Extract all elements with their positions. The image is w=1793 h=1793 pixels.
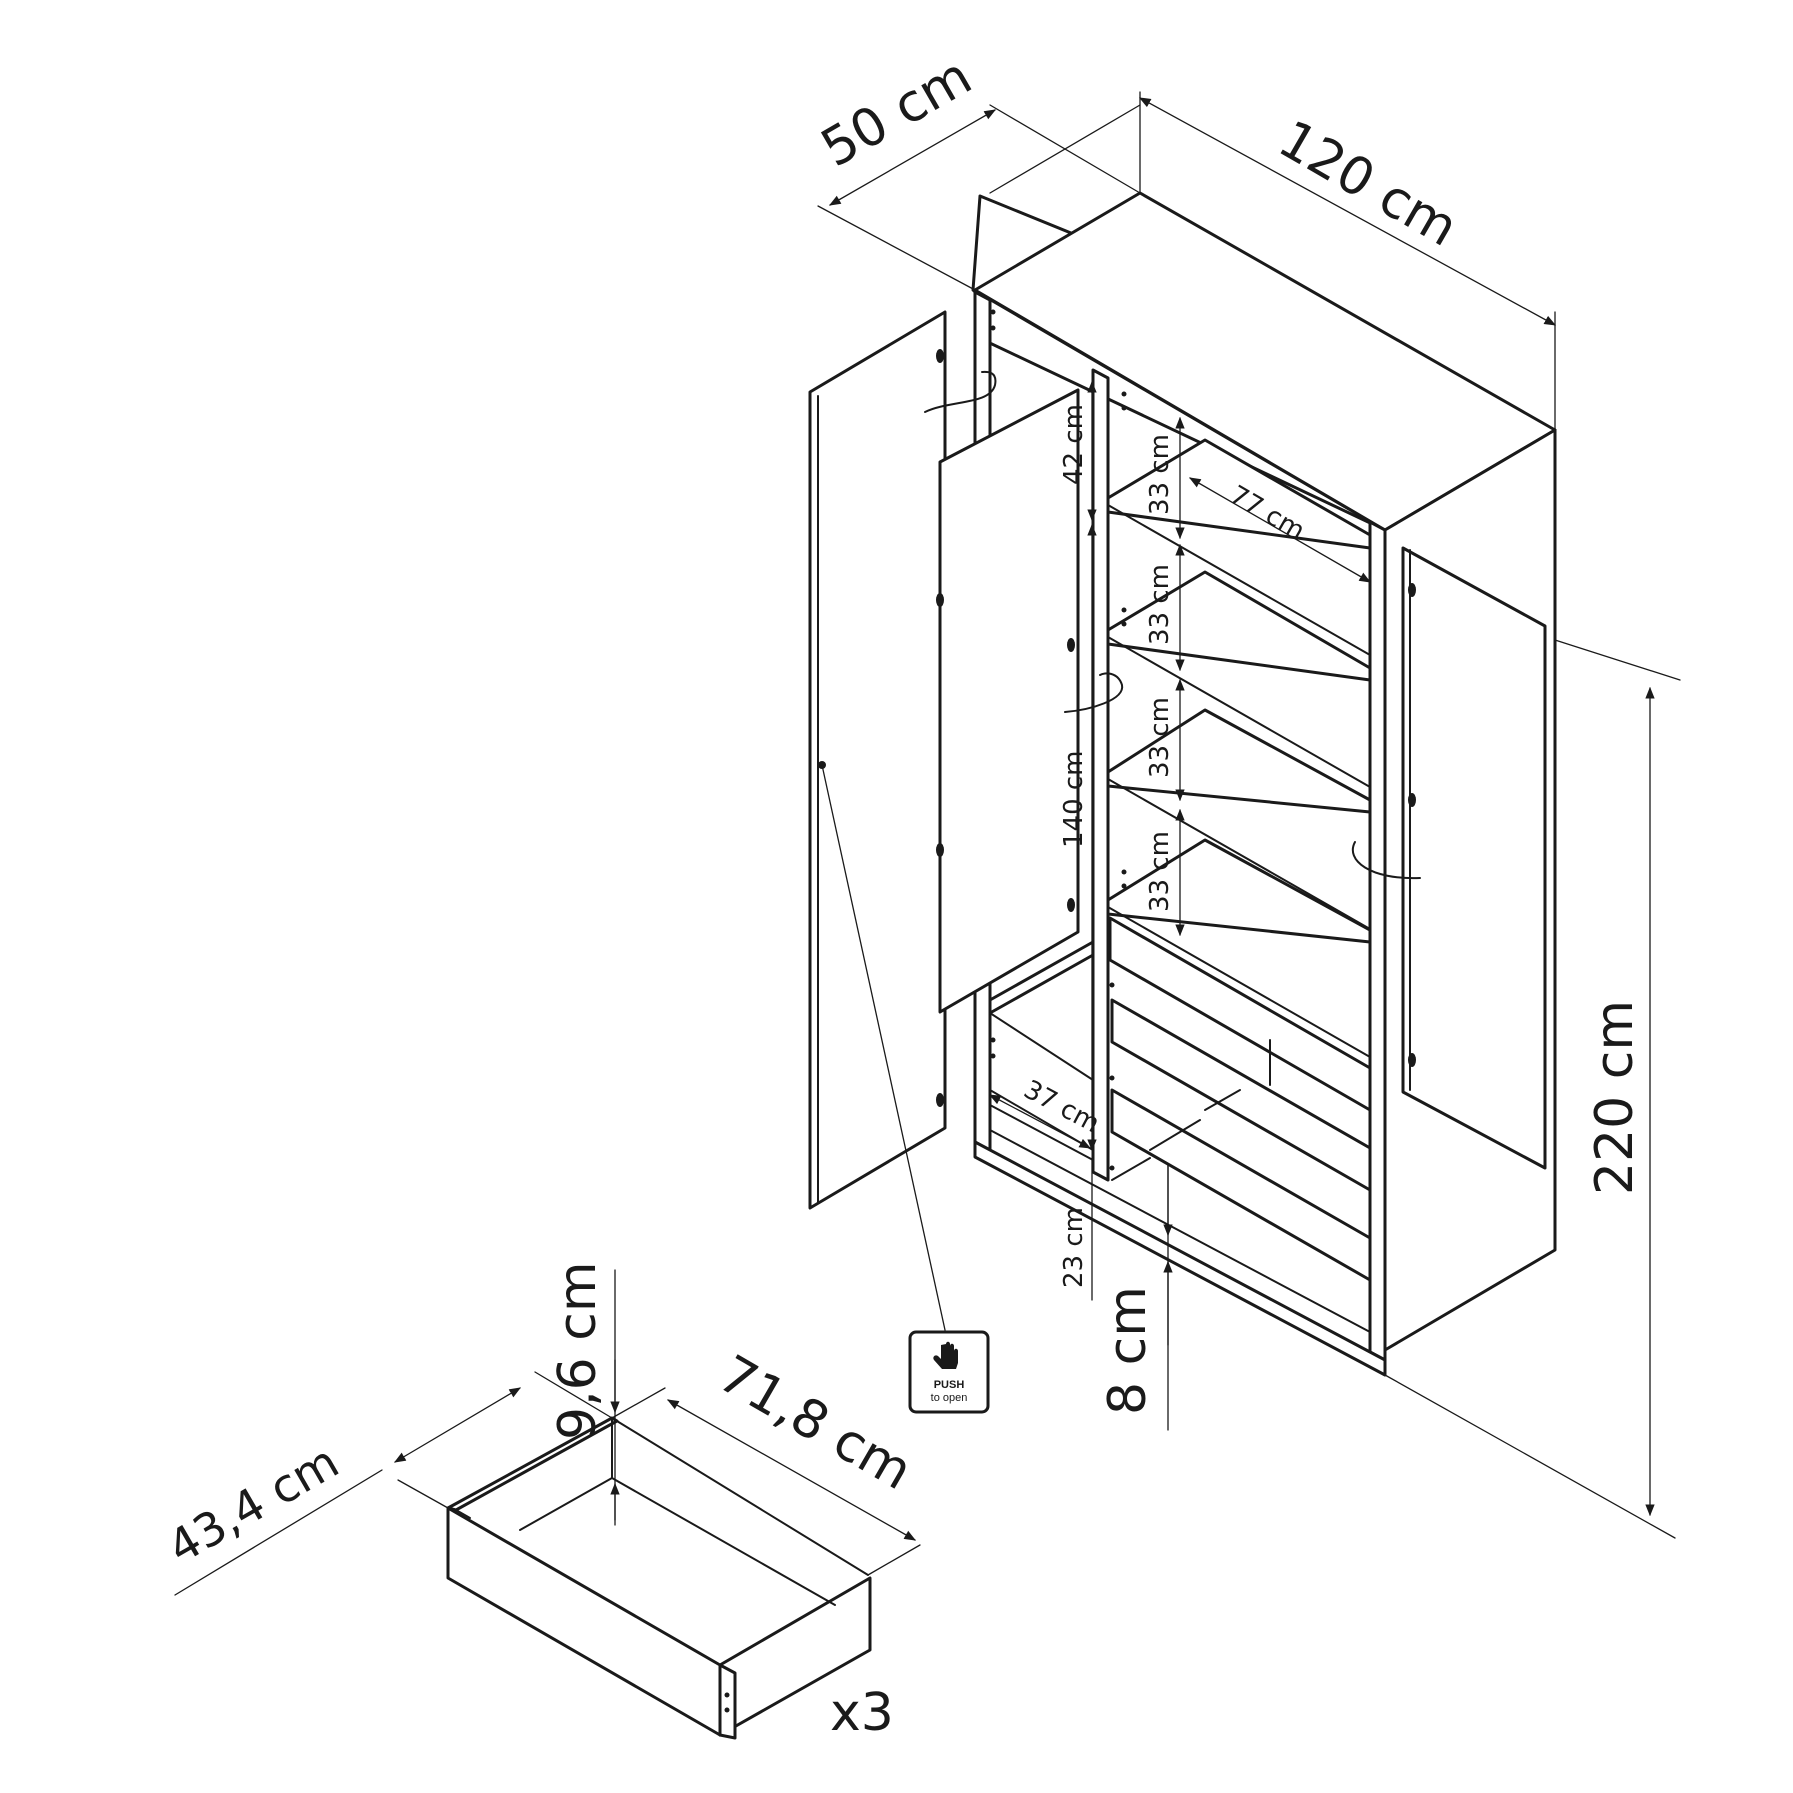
drawer-front-3 [1110, 1088, 1372, 1282]
shelf-5-label: 33 cm [1145, 831, 1175, 912]
push-label: PUSH [934, 1379, 965, 1391]
push-leader-line [821, 764, 946, 1331]
shelf-2 [1106, 570, 1372, 682]
hand-icon [933, 1341, 958, 1369]
door-swing-arrow-2 [1064, 672, 1124, 713]
left-inner-door [938, 388, 1080, 1014]
front-right-stile [1368, 520, 1387, 1362]
push-to-open-icon: PUSH to open [908, 1330, 990, 1414]
height-label: 220 cm [1585, 1000, 1645, 1195]
drawer-detail: 43,4 cm 9,6 cm 71,8 cm x3 [159, 1262, 922, 1743]
drawer-height-label: 9,6 cm [548, 1262, 608, 1440]
right-door [1401, 546, 1547, 1170]
shelf-3-label: 33 cm [1145, 564, 1175, 645]
shelf-pin-holes [990, 309, 1127, 1171]
drawer-width-label: 71,8 cm [709, 1344, 922, 1502]
door-swing-arrow-3 [1351, 841, 1421, 880]
shelf-3 [1106, 708, 1372, 814]
to-open-label: to open [931, 1392, 968, 1404]
shelf-1-label: 42 cm [1059, 404, 1089, 485]
shelf-2-label: 33 cm [1145, 434, 1175, 515]
left-outer-door [808, 310, 947, 1210]
drawer-quantity-label: x3 [830, 1683, 894, 1743]
doors [808, 310, 1547, 1331]
shelf-4-label: 33 cm [1145, 697, 1175, 778]
drawer-depth-label: 43,4 cm [159, 1434, 348, 1574]
shelves [1106, 438, 1372, 1058]
plinth-label: 8 cm [1098, 1286, 1158, 1415]
middle-divider [1091, 368, 1110, 1182]
drawer-front-panel [446, 1506, 722, 1737]
door-swing-arrow-1 [924, 370, 997, 413]
drawer-depth-line [393, 1387, 522, 1463]
drawer-front-2 [1110, 998, 1372, 1192]
shelf-4 [1106, 838, 1372, 944]
drawer-front-1 [1108, 916, 1372, 1112]
depth-dimension-line [828, 109, 997, 206]
drawer-stack [1108, 916, 1372, 1282]
base-plinth [973, 1140, 1387, 1377]
bottom-gap-label: 23 cm [1059, 1207, 1089, 1288]
hanging-height-label: 140 cm [1059, 750, 1089, 848]
width-dimension-line [1138, 97, 1557, 326]
drawer-front-edge [718, 1663, 737, 1740]
drawer-width-line [666, 1399, 917, 1541]
depth-label: 50 cm [812, 46, 982, 179]
